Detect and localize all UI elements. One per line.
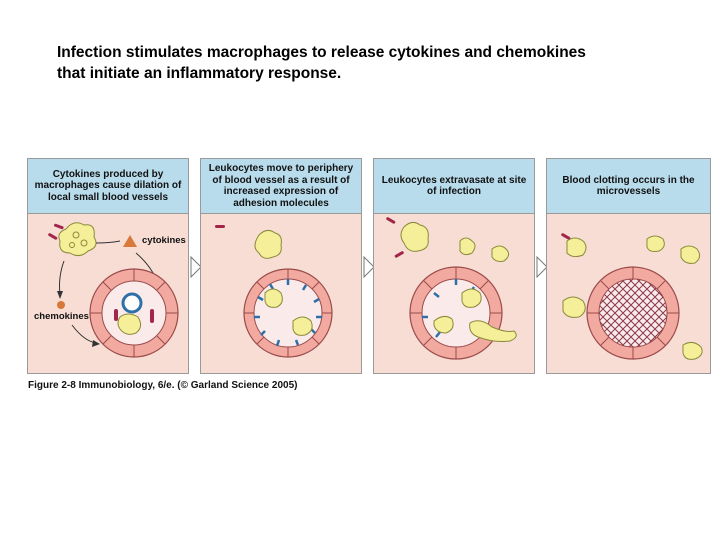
panel-2: Leukocytes move to periphery of blood ve… — [200, 158, 362, 374]
bacterium — [54, 223, 64, 230]
leukocyte — [566, 237, 587, 258]
panel-2-caption: Leukocytes move to periphery of blood ve… — [208, 163, 354, 209]
chemokines-label: chemokines — [34, 311, 89, 322]
bacterium — [386, 217, 396, 224]
panel-3-caption: Leukocytes extravasate at site of infect… — [381, 174, 527, 198]
panel-2-illustration — [215, 225, 333, 358]
bacterium — [215, 225, 225, 228]
panel-arrow-icon — [536, 256, 548, 278]
arrow — [59, 260, 65, 296]
panel-3-illustration — [386, 217, 517, 360]
macrophage — [58, 222, 97, 257]
panel-4-caption: Blood clotting occurs in the microvessel… — [562, 174, 695, 198]
panel-1: Cytokines produced by macrophages cause … — [27, 158, 189, 374]
panel-1-illustration — [48, 222, 179, 358]
leukocyte — [491, 245, 510, 262]
panel-4: Blood clotting occurs in the microvessel… — [546, 158, 711, 374]
cytokines-triangle-icon — [123, 235, 137, 247]
slide-title: Infection stimulates macrophages to rele… — [57, 44, 586, 82]
panel-2-caption-box: Leukocytes move to periphery of blood ve… — [201, 159, 361, 214]
leukocyte — [562, 296, 586, 318]
arrow — [95, 240, 121, 244]
leukocyte — [680, 245, 701, 264]
panel-3: Leukocytes extravasate at site of infect… — [373, 158, 535, 374]
panel-1-caption: Cytokines produced by macrophages cause … — [34, 168, 182, 203]
panel-4-caption-box: Blood clotting occurs in the microvessel… — [547, 159, 710, 214]
leukocyte — [459, 237, 476, 256]
panel-1-caption-box: Cytokines produced by macrophages cause … — [28, 159, 188, 214]
panel-3-caption-box: Leukocytes extravasate at site of infect… — [374, 159, 534, 214]
blood-vessel — [409, 266, 517, 360]
panel-arrow-icon — [190, 256, 202, 278]
leukocyte — [682, 341, 703, 360]
cytokines-label: cytokines — [142, 235, 186, 246]
leukocyte — [646, 235, 665, 252]
bacterium — [394, 251, 404, 258]
blood-vessel — [243, 268, 333, 358]
panel-arrow-icon — [363, 256, 375, 278]
blood-clot — [599, 279, 667, 347]
blood-vessel — [89, 268, 179, 358]
bacterium — [561, 233, 571, 240]
blood-vessel-clotted — [586, 266, 680, 360]
inflammation-figure: Cytokines produced by macrophages cause … — [27, 158, 711, 374]
figure-credit: Figure 2-8 Immunobiology, 6/e. (© Garlan… — [28, 380, 298, 391]
macrophage — [400, 221, 429, 252]
panel-4-illustration — [561, 233, 703, 360]
chemokines-dot-icon — [57, 301, 65, 309]
bacterium — [48, 233, 58, 240]
macrophage — [254, 229, 282, 259]
